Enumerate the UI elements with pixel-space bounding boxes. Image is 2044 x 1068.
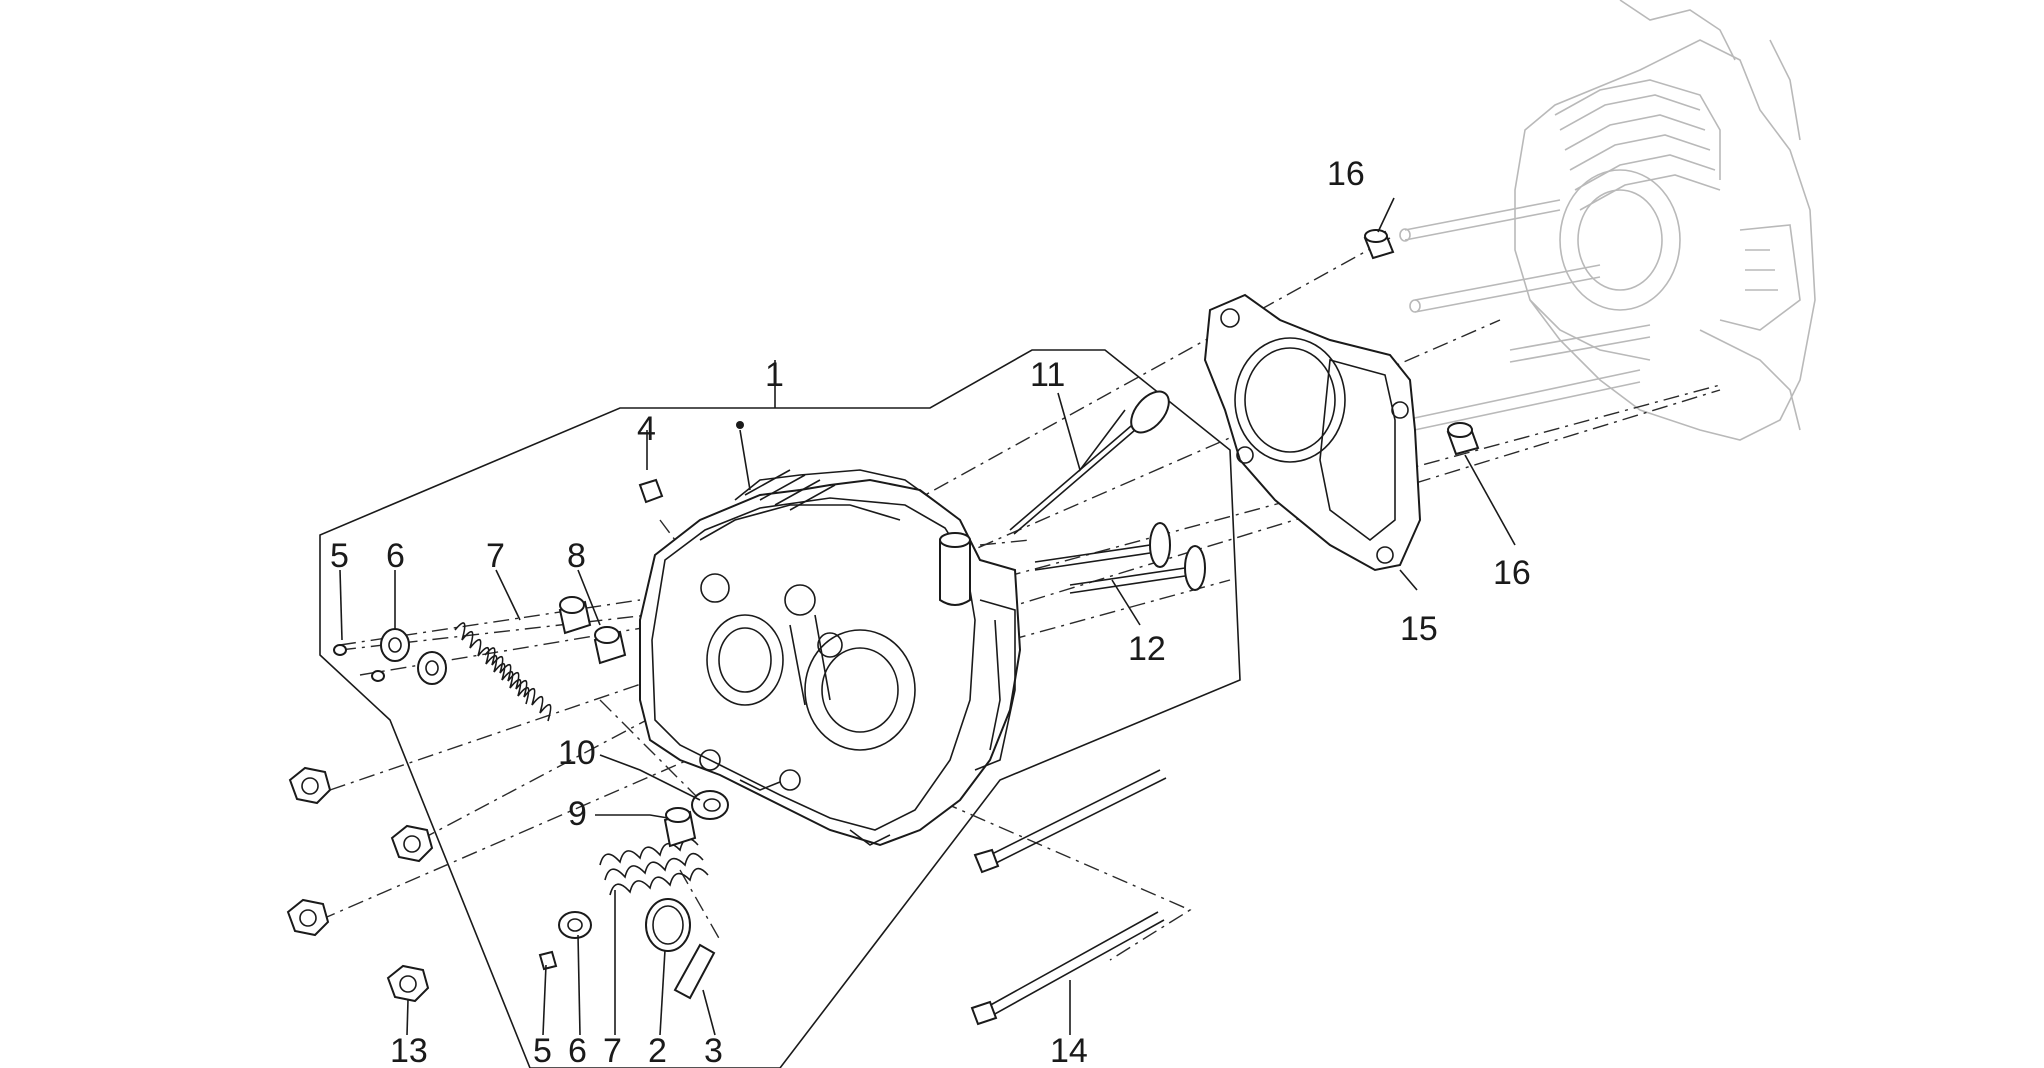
callout-7-lower: 7 bbox=[603, 1032, 622, 1068]
part-15-gasket bbox=[1203, 293, 1422, 572]
part-9-seal bbox=[663, 807, 697, 848]
callout-1: 1 bbox=[765, 356, 784, 394]
part-10-washer bbox=[691, 790, 729, 820]
part-12-valves bbox=[1034, 522, 1206, 594]
callout-13: 13 bbox=[390, 1032, 428, 1068]
callout-6-lower: 6 bbox=[568, 1032, 587, 1068]
part-5-cotter-lower bbox=[538, 950, 558, 971]
callout-16-upper: 16 bbox=[1327, 155, 1365, 193]
callout-5-upper: 5 bbox=[330, 537, 349, 575]
callout-7-upper: 7 bbox=[486, 537, 505, 575]
callout-10: 10 bbox=[558, 734, 596, 772]
part-6-retainer-lower bbox=[558, 911, 592, 939]
part-16-dowels bbox=[1363, 229, 1480, 456]
callout-8: 8 bbox=[567, 537, 586, 575]
part-4-dowel bbox=[638, 478, 664, 504]
assembly-axes bbox=[319, 237, 1721, 961]
callout-2: 2 bbox=[648, 1032, 667, 1068]
part-11-valve bbox=[1009, 390, 1170, 535]
callout-5-lower: 5 bbox=[533, 1032, 552, 1068]
part-5-cotters-upper bbox=[333, 644, 385, 682]
callout-4: 4 bbox=[637, 410, 656, 448]
part-3-pin bbox=[673, 943, 716, 1000]
callout-16-lower: 16 bbox=[1493, 554, 1531, 592]
reference-dot bbox=[736, 421, 744, 429]
engine-block-background bbox=[1399, 0, 1816, 441]
callout-15: 15 bbox=[1400, 610, 1438, 648]
cylinder-head-group-outline bbox=[319, 349, 1241, 1068]
part-14-studs bbox=[970, 769, 1167, 1026]
callout-14: 14 bbox=[1050, 1032, 1088, 1068]
part-6-retainers-upper bbox=[380, 628, 447, 685]
part-2-o-ring bbox=[645, 898, 691, 952]
callout-9: 9 bbox=[568, 795, 587, 833]
cylinder-head bbox=[639, 469, 1022, 847]
part-7-springs-upper bbox=[454, 622, 552, 722]
leader-lines bbox=[339, 197, 1516, 1036]
part-13-nuts bbox=[286, 766, 434, 1003]
part-7-spring-lower bbox=[599, 837, 709, 896]
callout-11: 11 bbox=[1030, 356, 1065, 394]
callout-12: 12 bbox=[1128, 630, 1166, 668]
part-8-valve-seals bbox=[558, 596, 627, 665]
callout-6-upper: 6 bbox=[386, 537, 405, 575]
callout-3: 3 bbox=[704, 1032, 723, 1068]
